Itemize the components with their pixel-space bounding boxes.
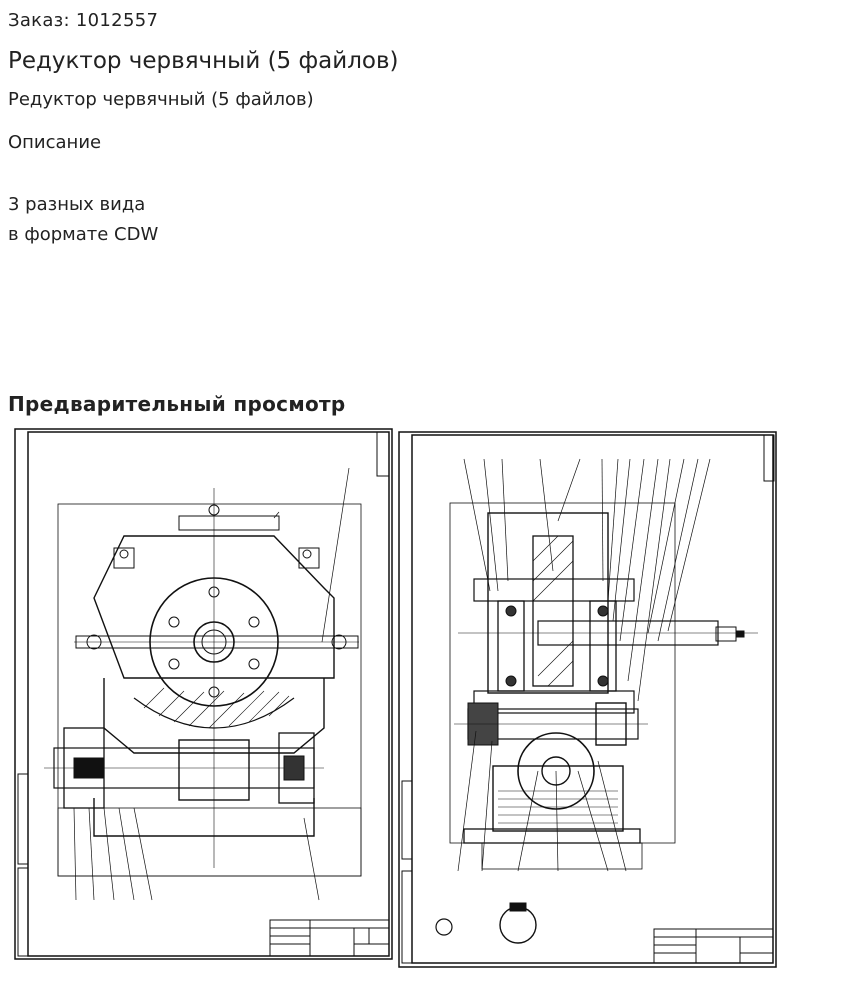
order-number: Заказ: 1012557 xyxy=(8,10,159,31)
page-subtitle: Редуктор червячный (5 файлов) xyxy=(8,89,314,110)
description-heading: Описание xyxy=(8,132,102,153)
drawing-section-view-icon xyxy=(398,431,777,968)
drawing-front-view-icon xyxy=(14,428,393,960)
description-line: в формате CDW xyxy=(8,224,159,245)
description-line: 3 разных вида xyxy=(8,194,146,215)
preview-image-front-view[interactable] xyxy=(14,428,393,960)
preview-heading: Предварительный просмотр xyxy=(8,392,346,416)
page-title: Редуктор червячный (5 файлов) xyxy=(8,48,399,74)
preview-image-section-view[interactable] xyxy=(398,431,777,968)
